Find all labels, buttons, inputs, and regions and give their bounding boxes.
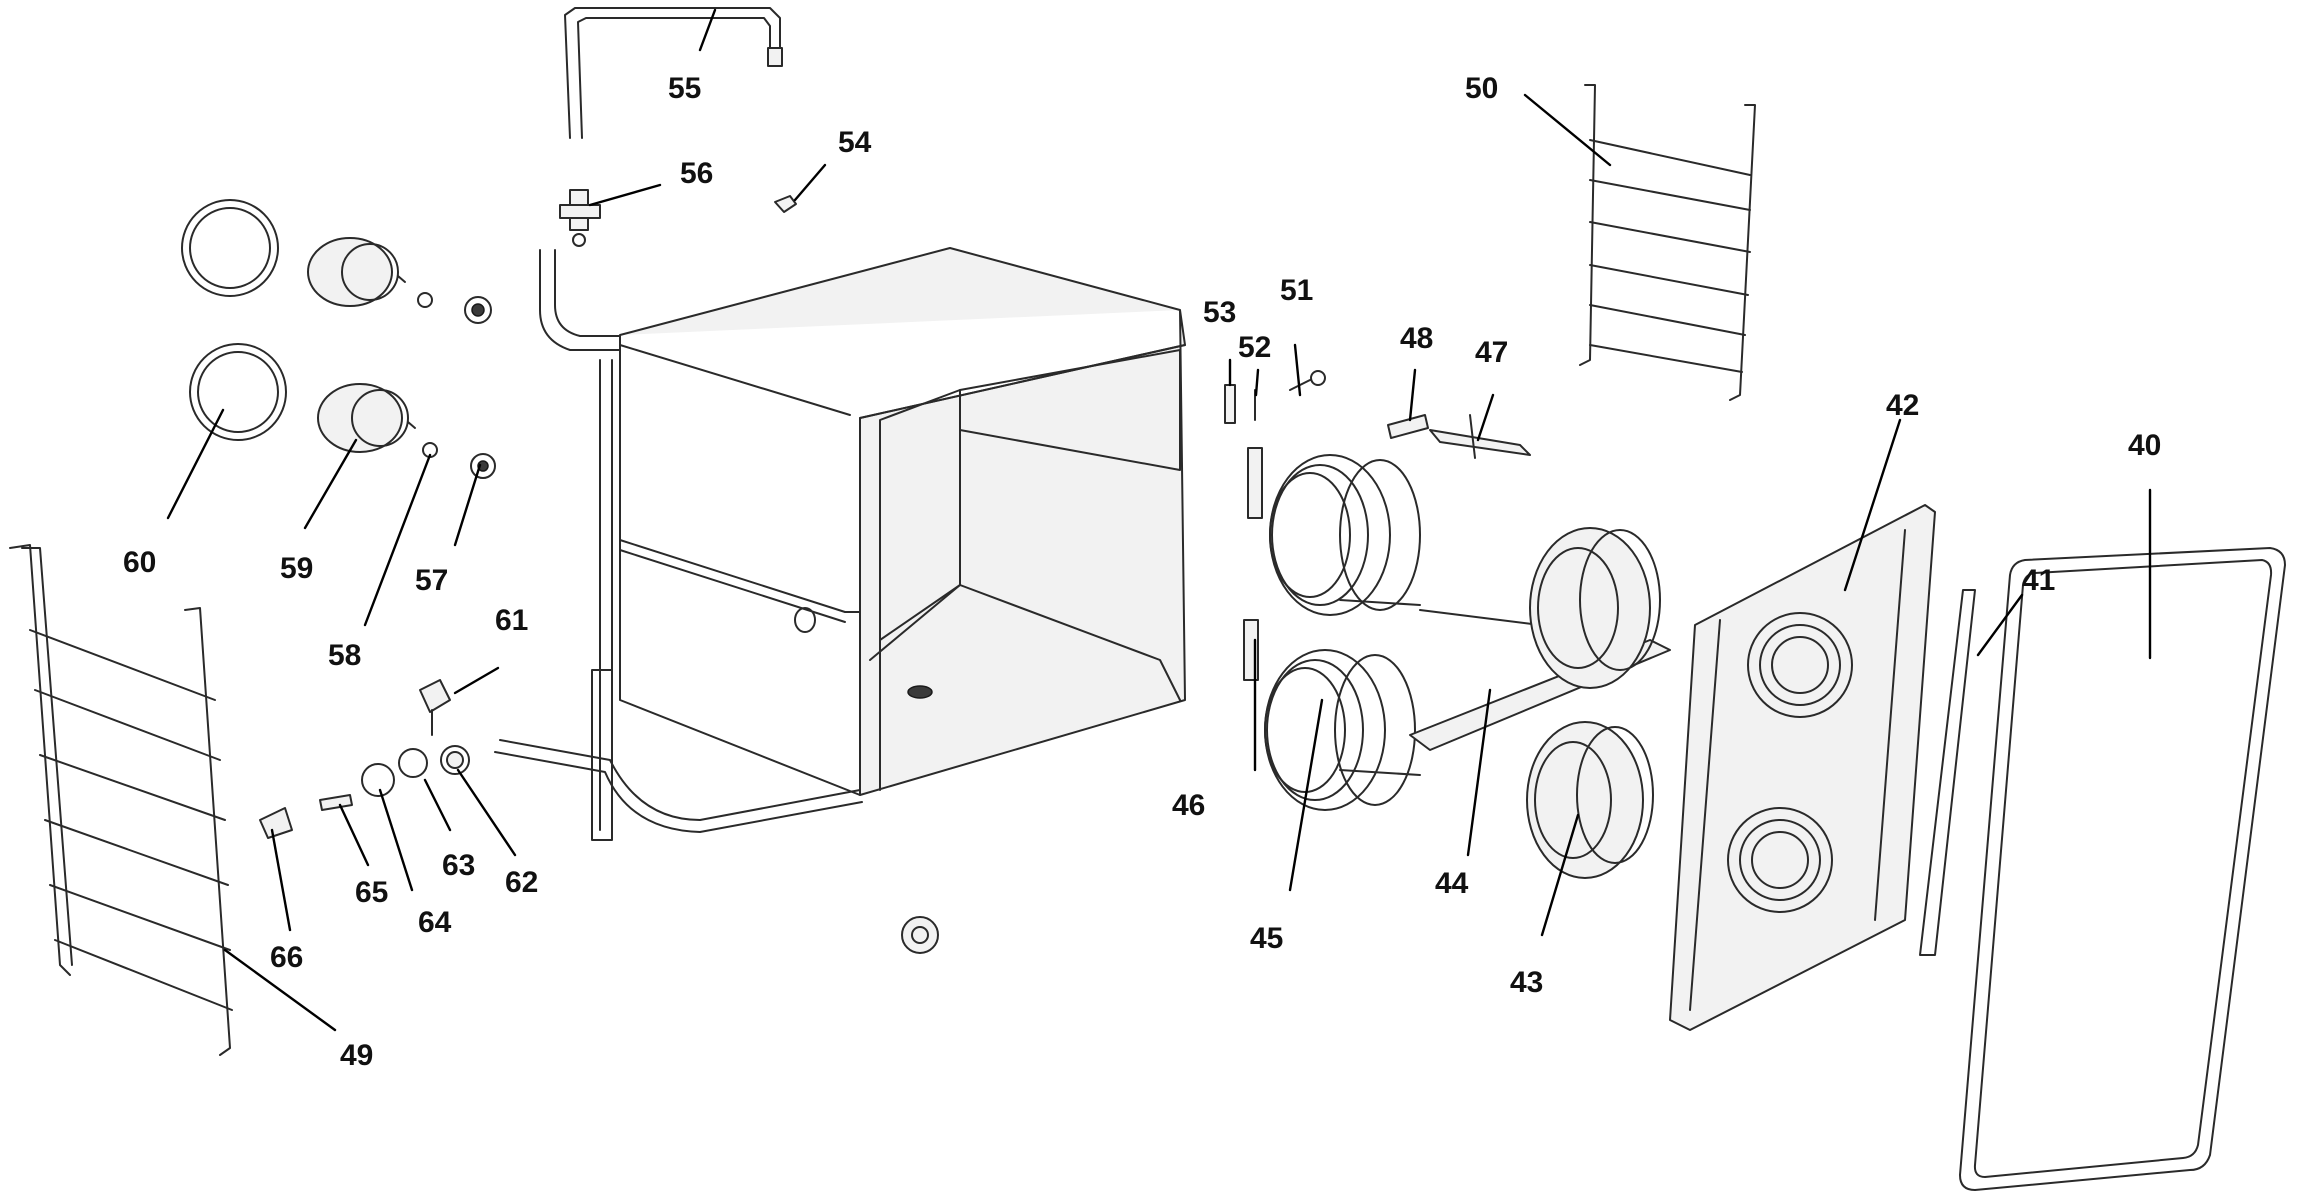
callout-61: 61 bbox=[495, 604, 528, 637]
part-54-fitting bbox=[774, 195, 797, 213]
callout-42: 42 bbox=[1886, 389, 1919, 422]
part-42-fan-panel bbox=[1669, 504, 1936, 1031]
callout-58: 58 bbox=[328, 639, 361, 672]
part-45-heater-coils bbox=[1264, 454, 1421, 811]
callout-57: 57 bbox=[415, 564, 448, 597]
callout-43: 43 bbox=[1510, 966, 1543, 999]
part-50-rack bbox=[1579, 84, 1756, 401]
callout-54: 54 bbox=[838, 126, 872, 159]
part-46-brackets bbox=[1243, 447, 1263, 681]
callout-40: 40 bbox=[2128, 429, 2161, 462]
callout-56: 56 bbox=[680, 157, 713, 190]
part-47-48-brackets bbox=[1387, 414, 1531, 459]
callout-49: 49 bbox=[340, 1039, 373, 1072]
callout-63: 63 bbox=[442, 849, 475, 882]
callout-41: 41 bbox=[2022, 564, 2055, 597]
part-43-blower-wheels bbox=[1526, 527, 1661, 879]
part-56-valve bbox=[559, 189, 601, 247]
callout-51: 51 bbox=[1280, 274, 1313, 307]
callout-48: 48 bbox=[1400, 322, 1433, 355]
part-49-rack bbox=[9, 544, 233, 1056]
callout-65: 65 bbox=[355, 876, 388, 909]
gear-icon bbox=[901, 916, 939, 954]
main-cabinet bbox=[494, 247, 1186, 841]
callout-53: 53 bbox=[1203, 296, 1236, 329]
callout-62: 62 bbox=[505, 866, 538, 899]
callout-60: 60 bbox=[123, 546, 156, 579]
callout-55: 55 bbox=[668, 72, 701, 105]
part-51-53-pins bbox=[1224, 370, 1326, 424]
callout-52: 52 bbox=[1238, 331, 1271, 364]
part-59-motors bbox=[307, 237, 416, 453]
callout-47: 47 bbox=[1475, 336, 1508, 369]
callout-66: 66 bbox=[270, 941, 303, 974]
part-41-strip bbox=[1919, 589, 1976, 956]
callout-50: 50 bbox=[1465, 72, 1498, 105]
part-55-tube bbox=[564, 7, 783, 139]
callout-labels: 55 54 56 50 51 52 53 48 47 42 40 41 60 5… bbox=[123, 72, 2161, 1072]
part-40-gasket bbox=[1959, 547, 2286, 1191]
callout-46: 46 bbox=[1172, 789, 1205, 822]
part-61-66-fittings bbox=[259, 679, 470, 839]
part-60-rings bbox=[181, 199, 287, 441]
callout-44: 44 bbox=[1435, 867, 1469, 900]
callout-45: 45 bbox=[1250, 922, 1283, 955]
part-57-58-washers bbox=[417, 292, 496, 479]
leader-lines bbox=[166, 8, 2152, 1032]
callout-64: 64 bbox=[418, 906, 452, 939]
callout-59: 59 bbox=[280, 552, 313, 585]
